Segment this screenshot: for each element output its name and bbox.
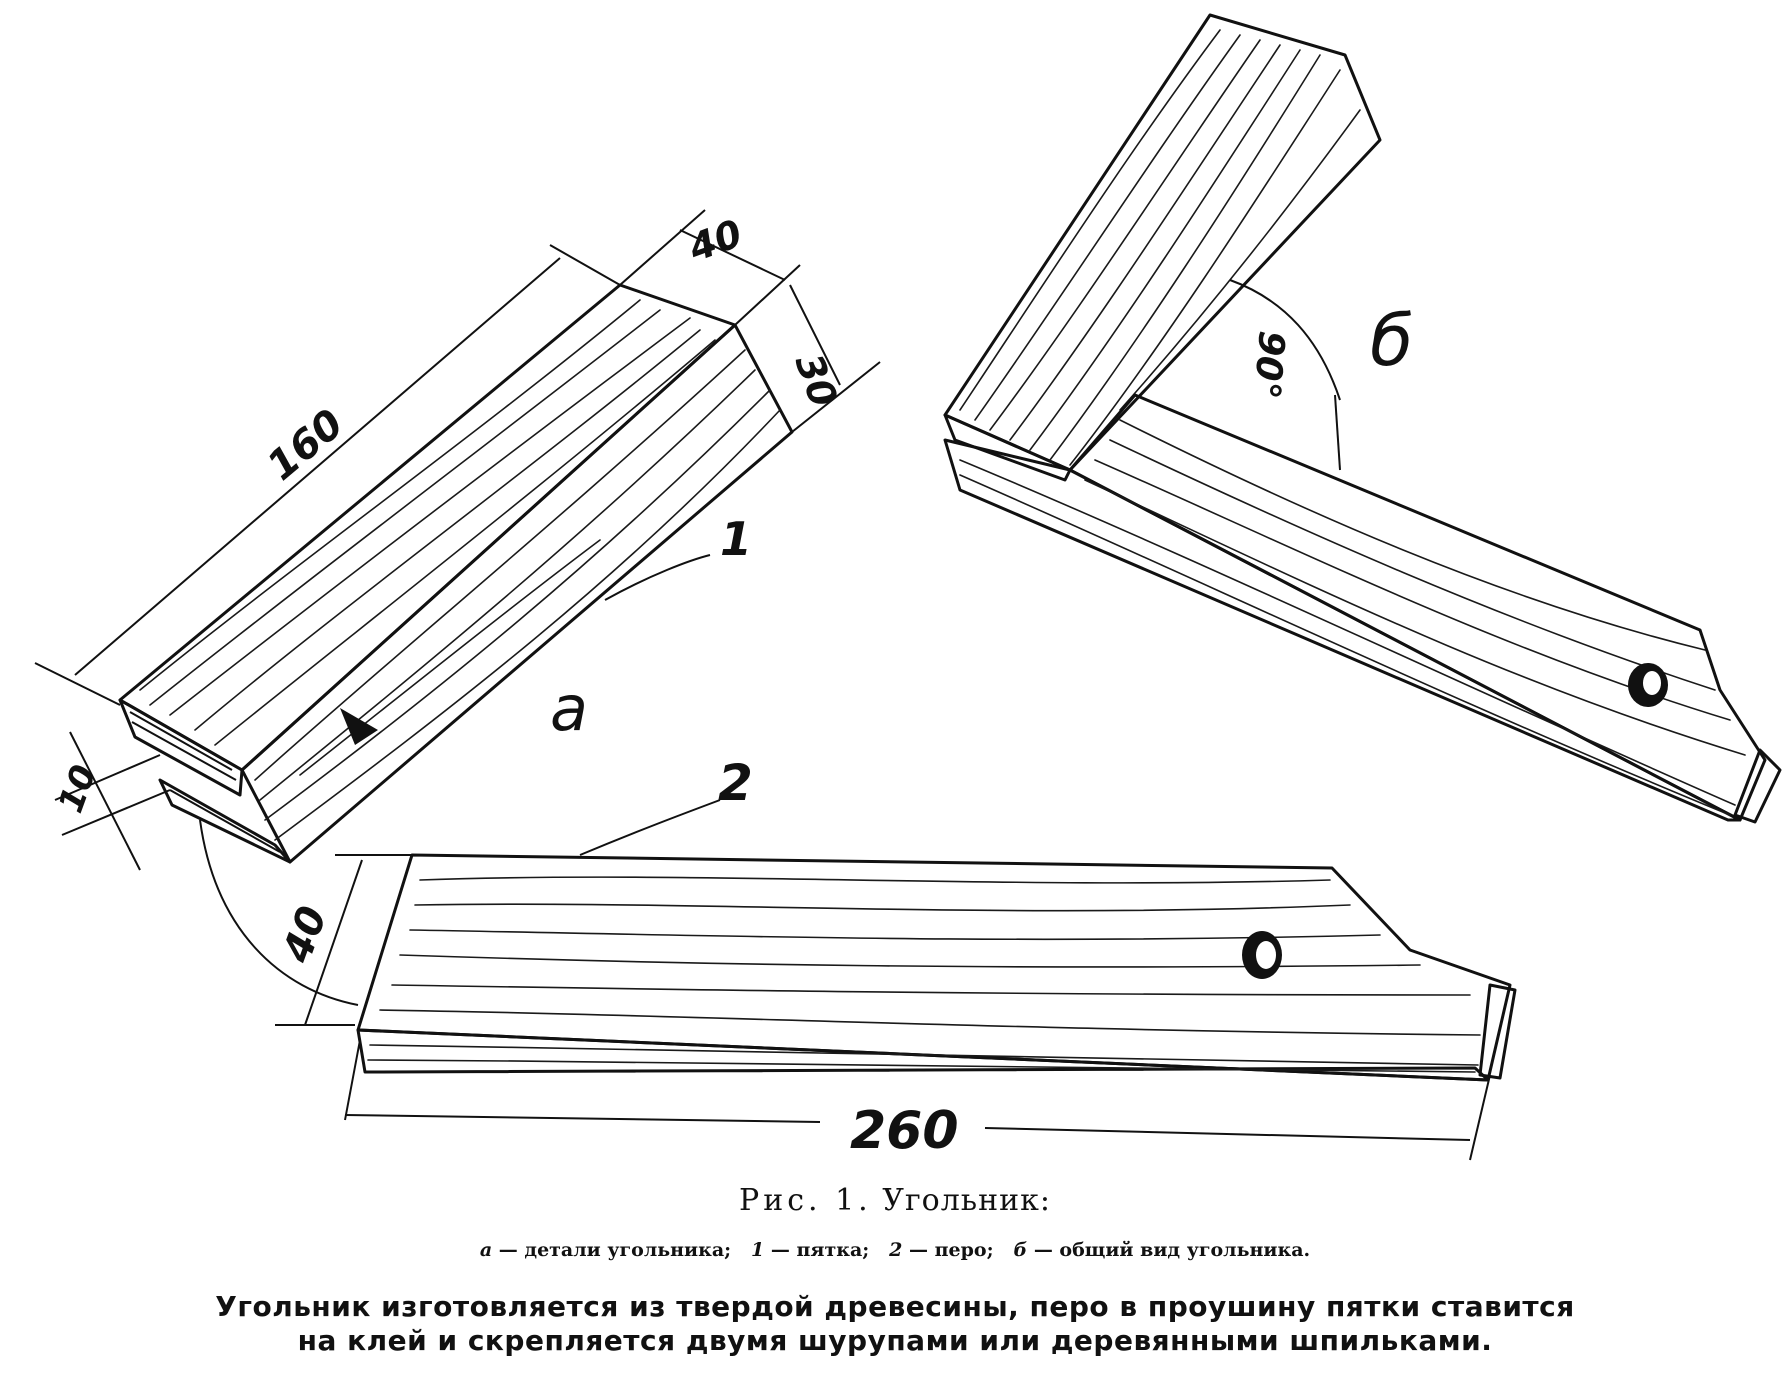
angle-90-label: 90° [1245, 329, 1292, 400]
callout-2: 2 [579, 754, 753, 856]
legend-key: а [479, 1239, 493, 1261]
callout-1-label: 1 [720, 512, 752, 566]
part-a-label: a [550, 672, 588, 745]
legend-key: б [1013, 1239, 1028, 1261]
legend-item: 1 — пятка; [751, 1239, 876, 1261]
legend-item: 2 — перо; [889, 1239, 1000, 1261]
legend-text: — детали угольника; [498, 1239, 732, 1261]
dim-heel-thickness: 30 [787, 284, 881, 433]
figure-description: Угольник изготовляется из твердой древес… [0, 1290, 1790, 1358]
part-b-label: б [1370, 300, 1413, 382]
blade-part [356, 853, 1517, 1082]
heel-arrow-mark [340, 708, 378, 745]
legend-key: 2 [889, 1239, 903, 1261]
description-line-2: на клей и скрепляется двумя шурупами или… [297, 1324, 1493, 1358]
legend-text: — пятка; [770, 1239, 870, 1261]
dim-260-label: 260 [850, 1101, 959, 1161]
heel-end-hatch [129, 711, 281, 853]
legend-key: 1 [751, 1239, 765, 1261]
dim-40-top-label: 40 [682, 211, 748, 271]
callout-2-label: 2 [718, 754, 753, 812]
legend-text: — общий вид угольника. [1033, 1239, 1311, 1261]
heel-grain [139, 299, 781, 841]
dim-slot: 10 [51, 731, 171, 871]
callout-1: 1 [604, 512, 752, 601]
figure-title-prefix: Рис. 1. [739, 1183, 872, 1218]
legend-text: — перо; [909, 1239, 994, 1261]
dim-10-label: 10 [51, 760, 105, 818]
figure-title: Рис. 1. Угольник: [0, 1183, 1790, 1218]
dim-heel-width: 40 [619, 209, 801, 326]
figure-legend: а — детали угольника; 1 — пятка; 2 — пер… [0, 1239, 1790, 1261]
dim-blade-length: 260 [344, 1039, 1491, 1161]
legend-item: б — общий вид угольника. [1013, 1239, 1310, 1261]
figure-title-text: Угольник: [882, 1183, 1051, 1218]
assembled-square: 90° [943, 13, 1782, 824]
blade-grain [367, 876, 1481, 1073]
dim-30-label: 30 [787, 348, 846, 413]
dim-blade-width: 40 [199, 819, 412, 1026]
heel-part [118, 283, 794, 864]
dim-heel-length: 160 [34, 244, 621, 706]
description-line-1: Угольник изготовляется из твердой древес… [215, 1290, 1575, 1323]
legend-item: а — детали угольника; [480, 1239, 738, 1261]
assembled-heel-grain [959, 29, 1361, 466]
